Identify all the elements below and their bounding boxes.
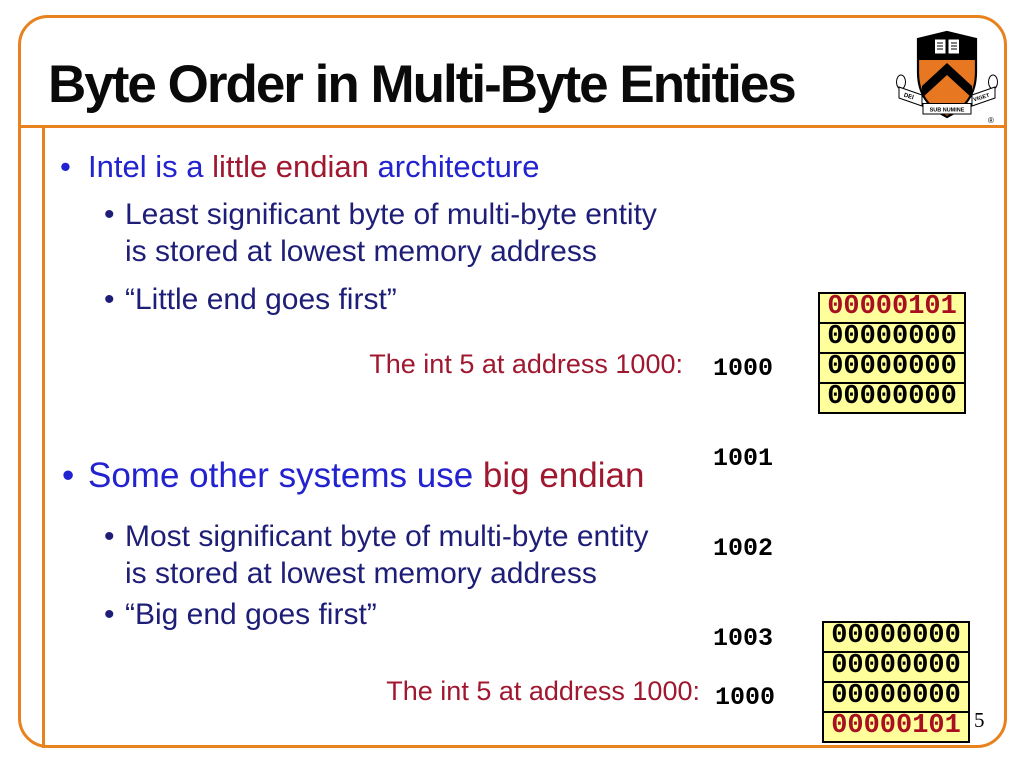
memory-cell: 00000000: [818, 322, 966, 354]
motto-dei: DEI: [903, 93, 915, 102]
bullet-dot: •: [104, 598, 115, 631]
sub-bullet-text: Most significant byte of multi-byte enti…: [125, 518, 649, 592]
bullet-dot: •: [104, 283, 115, 316]
memory-address: 1002: [713, 534, 774, 563]
memory-cell-highlighted: 00000101: [822, 711, 970, 743]
memory-cell: 00000000: [818, 352, 966, 384]
heading-segment-little-endian: little endian: [212, 149, 369, 184]
bullet-big-end-goes-first: • “Big end goes first”: [104, 596, 377, 633]
motto-ribbon: DEI SUB NUMINE VIGET: [896, 74, 998, 115]
content-left-rule: [42, 125, 45, 748]
sub-bullet-line: is stored at lowest memory address: [125, 557, 597, 590]
heading-segment: Some other systems use: [88, 456, 483, 495]
memory-cell: 00000000: [822, 681, 970, 713]
memory-addresses-little-endian: 1000 1001 1002 1003: [713, 294, 773, 714]
memory-cell-highlighted: 00000101: [818, 292, 966, 324]
int5-caption-big-endian: The int 5 at address 1000:: [386, 676, 700, 706]
motto-viget: VIGET: [973, 93, 991, 104]
slide-border: [18, 15, 1007, 748]
memory-cell: 00000000: [818, 382, 966, 414]
page-number: 5: [974, 708, 985, 732]
shield-chevron: [922, 63, 972, 98]
memory-address: 1001: [713, 444, 774, 473]
sub-bullet-line: is stored at lowest memory address: [125, 235, 597, 268]
bullet-dot: •: [104, 198, 115, 231]
memory-address: 1000: [713, 354, 774, 383]
bullet-little-endian-heading: • Intel is a little endian architecture: [60, 149, 539, 185]
int5-caption-little-endian: The int 5 at address 1000:: [369, 349, 683, 379]
memory-cell: 00000000: [822, 621, 970, 653]
page-title: Byte Order in Multi-Byte Entities: [48, 55, 797, 114]
bullet-most-significant: • Most significant byte of multi-byte en…: [104, 518, 649, 592]
title-divider: [18, 125, 1007, 128]
memory-table-little-endian: 00000101 00000000 00000000 00000000: [818, 292, 966, 414]
sub-bullet-text: Least significant byte of multi-byte ent…: [125, 196, 657, 270]
heading-segment: architecture: [368, 149, 540, 184]
sub-bullet-text: “Little end goes first”: [125, 283, 397, 316]
princeton-shield-icon: DEI SUB NUMINE VIGET ®: [896, 30, 998, 125]
bullet-big-endian-heading: • Some other systems use big endian: [62, 456, 644, 496]
bullet-least-significant: • Least significant byte of multi-byte e…: [104, 196, 657, 270]
shield-chief: [918, 32, 976, 60]
bullet-dot: •: [60, 149, 71, 184]
memory-address: 1000: [715, 683, 776, 712]
memory-address: 1003: [713, 624, 774, 653]
heading-segment-big-endian: big endian: [482, 456, 645, 495]
sub-bullet-line: Least significant byte of multi-byte ent…: [125, 198, 657, 231]
bullet-dot: •: [104, 520, 115, 553]
sub-bullet-line: Most significant byte of multi-byte enti…: [125, 520, 649, 553]
motto-sub-numine: SUB NUMINE: [930, 108, 965, 114]
bullet-little-end-goes-first: • “Little end goes first”: [104, 281, 397, 318]
sub-bullet-text: “Big end goes first”: [125, 598, 377, 631]
memory-cell: 00000000: [822, 651, 970, 683]
memory-table-big-endian: 00000000 00000000 00000000 00000101: [822, 621, 970, 743]
memory-addresses-big-endian: 1000 1001 1002 1003: [715, 623, 775, 768]
heading-text: Intel is a little endian architecture: [88, 149, 539, 185]
registered-mark: ®: [988, 116, 994, 125]
open-book-icon: [935, 39, 959, 54]
bullet-dot: •: [62, 456, 75, 495]
heading-segment: Intel is a: [88, 149, 213, 184]
heading-text: Some other systems use big endian: [88, 456, 644, 496]
